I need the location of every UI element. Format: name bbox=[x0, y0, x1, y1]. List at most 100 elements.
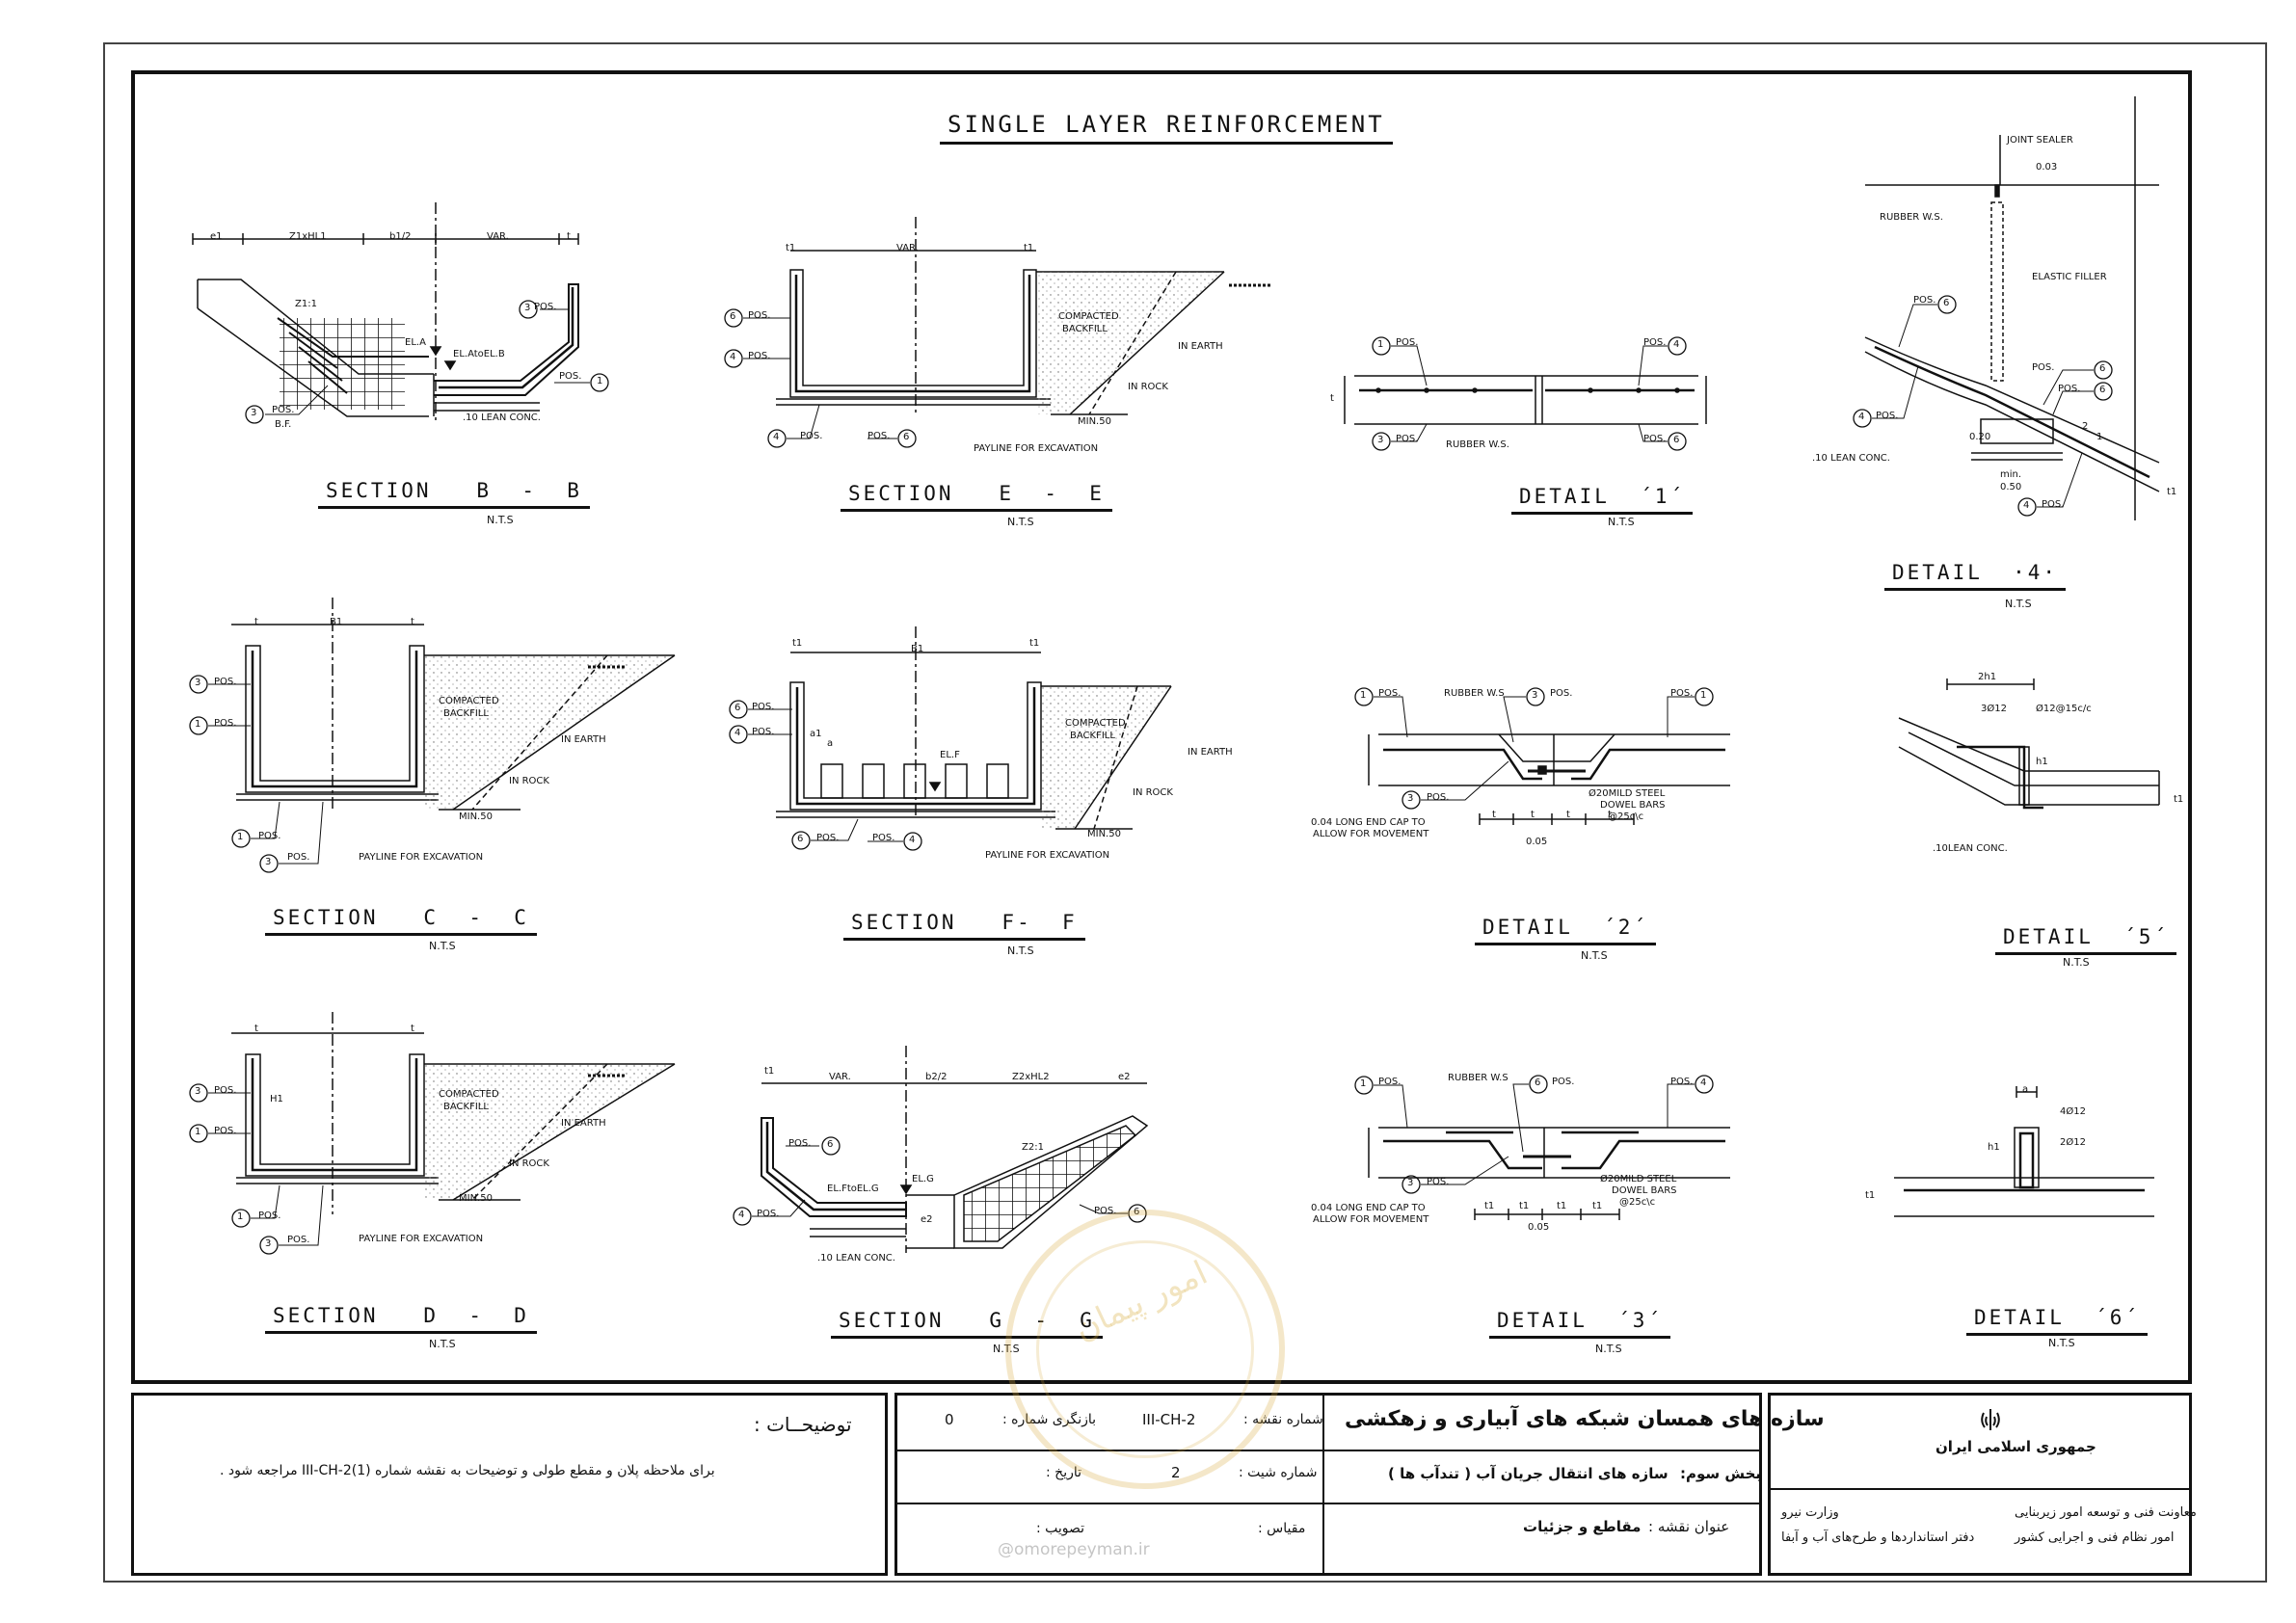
pos-number: 1 bbox=[597, 376, 603, 386]
dim-label: t1 bbox=[1557, 1201, 1567, 1211]
notes-box bbox=[131, 1393, 888, 1576]
slope-label: Z1:1 bbox=[295, 299, 317, 309]
pos-label: POS. bbox=[214, 677, 237, 687]
pos-label: POS. bbox=[272, 405, 295, 415]
elevation-label: EL.A bbox=[405, 337, 426, 348]
pos-number: 6 bbox=[797, 834, 804, 844]
sheet-outer-border bbox=[103, 42, 2267, 1583]
pos-label: POS. bbox=[2058, 384, 2081, 394]
pos-number: 1 bbox=[1360, 1078, 1367, 1089]
pos-label: POS. bbox=[287, 1235, 310, 1245]
pos-label: POS. bbox=[868, 431, 891, 441]
detail-6-title: DETAIL ´6´ bbox=[1966, 1306, 2149, 1336]
detail-1-title: DETAIL ´1´ bbox=[1511, 485, 1694, 515]
section-cc-title: SECTION C - C bbox=[265, 906, 537, 936]
dim-label: H1 bbox=[270, 1094, 283, 1104]
org-line-3: وزارت نیرو bbox=[1781, 1505, 1839, 1520]
nts-label: N.T.S bbox=[1007, 945, 1034, 957]
nts-label: N.T.S bbox=[1007, 516, 1034, 528]
pos-label: POS. bbox=[1378, 1077, 1402, 1087]
min-label: MIN.50 bbox=[1087, 829, 1121, 839]
section-dd-drawing bbox=[231, 1012, 676, 1214]
detail-1-drawing bbox=[1344, 375, 1707, 425]
pos-number: 6 bbox=[2099, 363, 2106, 374]
dim-label: t1 bbox=[792, 638, 803, 649]
pos-number: 6 bbox=[1943, 298, 1950, 308]
dim-label: B1 bbox=[330, 617, 343, 627]
pos-label: POS. bbox=[1876, 411, 1899, 421]
in-rock-label: IN ROCK bbox=[509, 776, 549, 786]
dim-label: VAR. bbox=[829, 1072, 851, 1082]
dim-label: VAR. bbox=[896, 243, 919, 253]
section-ff-title: SECTION F- F bbox=[843, 911, 1085, 941]
pos-label: POS. bbox=[1094, 1206, 1117, 1216]
dowel-label: Ø20MILD STEEL bbox=[1600, 1174, 1677, 1184]
pos-label: POS. bbox=[748, 351, 771, 361]
pos-number: 1 bbox=[195, 719, 201, 730]
dim-label: t bbox=[1330, 393, 1334, 404]
pos-number: 3 bbox=[265, 1238, 272, 1249]
dim-label: e2 bbox=[1118, 1072, 1131, 1082]
nts-label: N.T.S bbox=[429, 940, 456, 952]
pos-number: 1 bbox=[1377, 339, 1384, 350]
pos-label: POS. bbox=[258, 1211, 281, 1221]
pos-number: 4 bbox=[734, 728, 741, 738]
dim-label: t1 bbox=[1024, 243, 1034, 253]
pos-number: 4 bbox=[773, 432, 780, 442]
in-earth-label: IN EARTH bbox=[561, 734, 606, 745]
drawing-title-label: عنوان نقشه : bbox=[1648, 1518, 1730, 1535]
pos-label: POS. bbox=[748, 310, 771, 321]
pos-number: 1 bbox=[237, 832, 244, 842]
dim-label: h1 bbox=[2036, 757, 2048, 767]
detail-4-drawing bbox=[1864, 96, 2160, 520]
pos-label: POS. bbox=[816, 833, 840, 843]
rubber-ws-label: RUBBER W.S bbox=[1444, 688, 1505, 699]
pos-number: 4 bbox=[1673, 339, 1680, 350]
nts-label: N.T.S bbox=[1608, 516, 1635, 528]
pos-label: POS. bbox=[1643, 434, 1667, 444]
section-ee-drawing bbox=[776, 217, 1272, 415]
pos-number: 3 bbox=[1407, 793, 1414, 804]
end-cap-label: ALLOW FOR MOVEMENT bbox=[1313, 829, 1429, 839]
pos-number: 6 bbox=[2099, 385, 2106, 395]
dim-label: t1 bbox=[1592, 1201, 1603, 1211]
pos-number: 4 bbox=[909, 835, 916, 845]
section-ff-drawing bbox=[776, 626, 1172, 830]
pos-number: 3 bbox=[265, 857, 272, 867]
joint-sealer-label: JOINT SEALER bbox=[2007, 135, 2073, 146]
elevation-label: EL.F bbox=[940, 750, 960, 760]
dowel-label: @25c\c bbox=[1608, 812, 1644, 822]
min-label: min. bbox=[2000, 469, 2022, 480]
pos-label: POS. bbox=[1427, 792, 1450, 803]
end-cap-label: 0.04 LONG END CAP TO bbox=[1311, 817, 1426, 828]
dim-label: t1 bbox=[2174, 794, 2184, 805]
dowel-label: DOWEL BARS bbox=[1612, 1185, 1677, 1196]
section-gg-drawing bbox=[761, 1046, 1149, 1253]
project-title: سازه های همسان شبکه های آبیاری و زهکشی bbox=[1345, 1407, 1825, 1431]
bar-label: Ø12@15c/c bbox=[2036, 704, 2092, 714]
section-ee-title: SECTION E - E bbox=[841, 482, 1112, 512]
pos-label: POS. bbox=[1396, 337, 1419, 348]
dim-label: a1 bbox=[810, 729, 822, 739]
pos-number: 6 bbox=[827, 1139, 834, 1150]
notes-text: برای ملاحظه پلان و مقطع طولی و توضیحات ب… bbox=[220, 1463, 715, 1478]
payline-label: PAYLINE FOR EXCAVATION bbox=[359, 852, 484, 863]
payline-label: PAYLINE FOR EXCAVATION bbox=[974, 443, 1099, 454]
pos-number: 3 bbox=[1377, 435, 1384, 445]
watermark-text: @omorepeyman.ir bbox=[998, 1540, 1150, 1559]
pos-number: 3 bbox=[1532, 690, 1538, 701]
pos-label: POS. bbox=[2032, 362, 2055, 373]
pos-label: POS. bbox=[757, 1209, 780, 1219]
dim-label: t bbox=[254, 617, 258, 627]
pos-label: POS. bbox=[1552, 1077, 1575, 1087]
pos-number: 4 bbox=[738, 1210, 745, 1220]
dim-label: 0.03 bbox=[2036, 162, 2058, 173]
elastic-filler-label: ELASTIC FILLER bbox=[2032, 272, 2107, 282]
dim-label: t1 bbox=[1519, 1201, 1530, 1211]
dim-label: 0.05 bbox=[1526, 837, 1548, 847]
country-name: جمهوری اسلامی ایران bbox=[1936, 1438, 2096, 1455]
dim-label: t1 bbox=[1484, 1201, 1495, 1211]
dim-label: b2/2 bbox=[925, 1072, 948, 1082]
